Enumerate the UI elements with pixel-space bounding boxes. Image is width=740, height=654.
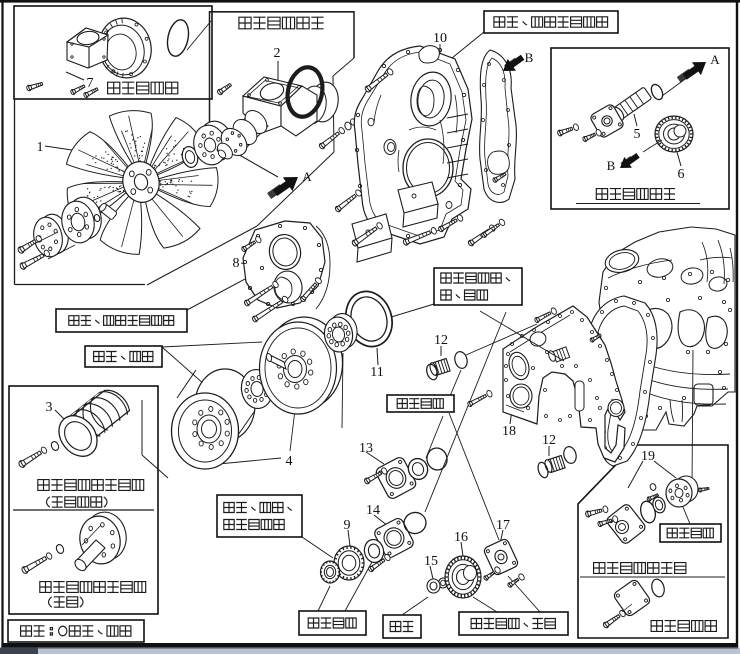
svg-text:12: 12 — [542, 433, 556, 448]
svg-text:15: 15 — [424, 554, 438, 569]
svg-text:18: 18 — [502, 424, 516, 439]
svg-text:14: 14 — [366, 503, 380, 518]
svg-text:B: B — [607, 158, 616, 173]
svg-text:4: 4 — [286, 454, 293, 469]
svg-text:7: 7 — [87, 76, 94, 91]
svg-text:12: 12 — [434, 333, 448, 348]
svg-text:9: 9 — [344, 518, 351, 533]
svg-text:10: 10 — [433, 31, 447, 46]
svg-text:5: 5 — [634, 127, 641, 142]
svg-text:6: 6 — [678, 167, 685, 182]
svg-text:19: 19 — [641, 449, 655, 464]
svg-text:A: A — [710, 52, 720, 67]
svg-text:11: 11 — [370, 365, 383, 380]
svg-text:3: 3 — [46, 400, 53, 415]
svg-text:1: 1 — [37, 140, 44, 155]
svg-text:A: A — [302, 169, 312, 184]
svg-text:13: 13 — [359, 441, 373, 456]
svg-text:17: 17 — [496, 518, 510, 533]
svg-text:2: 2 — [274, 46, 281, 61]
svg-text:B: B — [525, 50, 534, 65]
svg-text:16: 16 — [454, 530, 468, 545]
svg-text:8: 8 — [233, 256, 240, 271]
